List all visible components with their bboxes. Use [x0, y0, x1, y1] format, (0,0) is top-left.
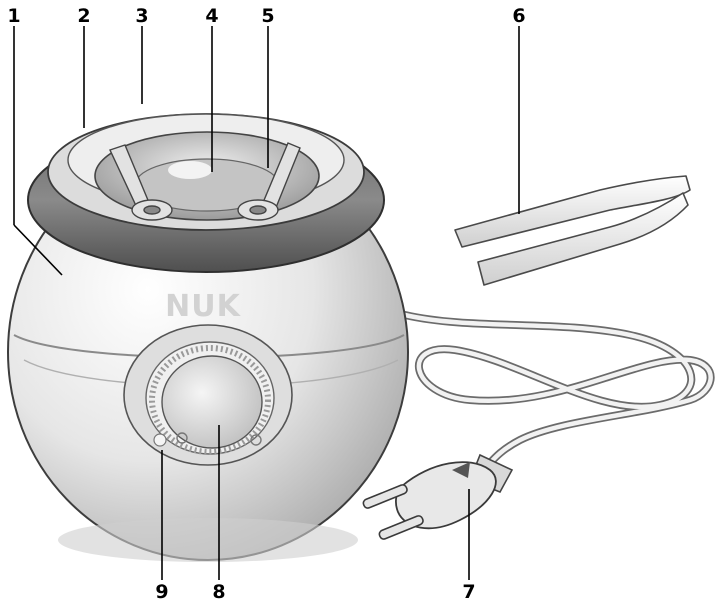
- callout-8: 8: [212, 581, 225, 603]
- plug-pins: [362, 484, 424, 540]
- brand-logo: NUK: [165, 289, 241, 324]
- callout-1: 1: [7, 5, 20, 27]
- temperature-dial: [123, 324, 293, 466]
- callout-5: 5: [261, 5, 274, 27]
- off-symbol-icon: [176, 432, 188, 444]
- heating-chamber: [94, 131, 320, 221]
- callout-7: 7: [462, 581, 475, 603]
- callout-4: 4: [205, 5, 218, 27]
- power-plug: [362, 453, 514, 540]
- callout-3: 3: [135, 5, 148, 27]
- leader-lines: [13, 26, 520, 580]
- callout-9: 9: [155, 581, 168, 603]
- callout-6: 6: [512, 5, 525, 27]
- callout-labels: 1 2 3 4 5 6 7 8 9: [7, 5, 525, 603]
- power-cable: [401, 311, 715, 474]
- callout-2: 2: [77, 5, 90, 27]
- bottle-clips: [109, 142, 301, 221]
- indicator-light: [153, 433, 167, 447]
- on-symbol-icon: [250, 434, 262, 446]
- bottle-tongs: [454, 175, 691, 286]
